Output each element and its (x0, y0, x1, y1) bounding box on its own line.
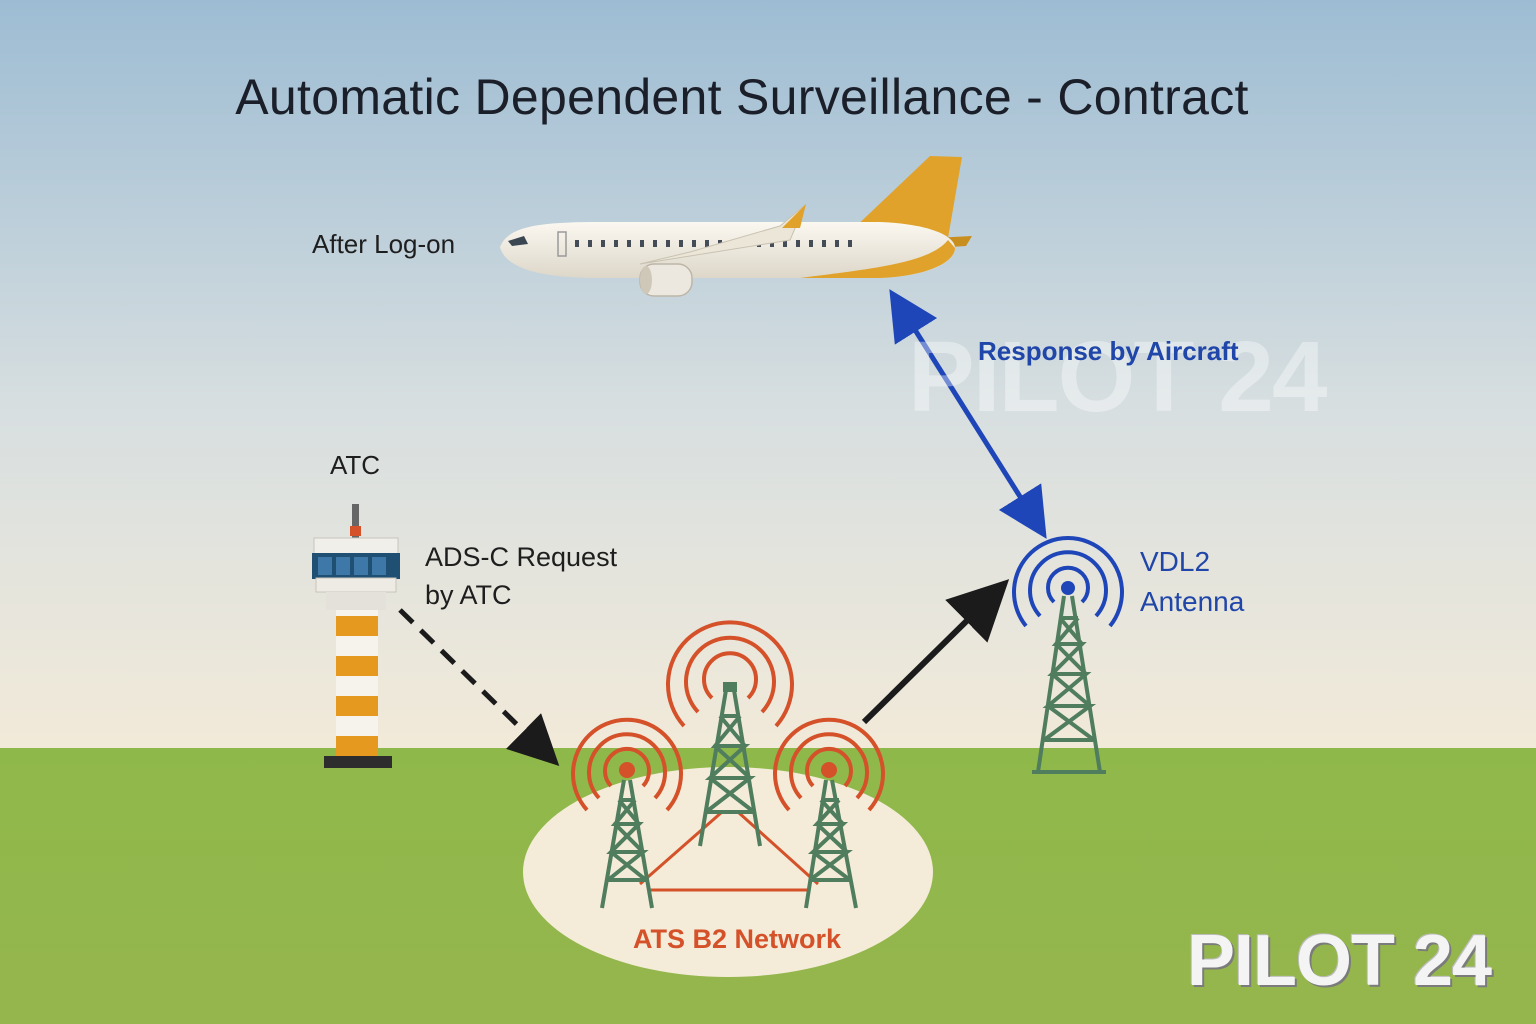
radio-waves-icon (571, 717, 683, 812)
request-label-line2: by ATC (425, 580, 512, 610)
network-to-antenna-arrow (861, 579, 1010, 725)
antenna-label-line2: Antenna (1140, 586, 1245, 617)
airliner-icon (500, 156, 972, 297)
radio-waves-icon (773, 717, 885, 812)
network-label: ATS B2 Network (633, 924, 842, 954)
sky (0, 0, 1536, 752)
response-arrow (889, 289, 1047, 539)
radio-tower-icon (804, 779, 858, 909)
request-label: ADS-C Request by ATC (425, 538, 617, 614)
brand-logo: PILOT 24 (1187, 921, 1492, 1001)
network-area (523, 767, 933, 977)
response-label: Response by Aircraft (978, 336, 1239, 366)
request-arrow (398, 608, 560, 766)
control-tower-icon (312, 504, 400, 768)
antenna-label-line1: VDL2 (1140, 546, 1211, 577)
page-title: Automatic Dependent Surveillance - Contr… (235, 69, 1249, 125)
radio-waves-icon (666, 620, 794, 728)
radio-tower-icon (698, 689, 762, 847)
radio-tower-icon (600, 779, 654, 909)
network-links (639, 810, 820, 892)
aircraft-label: After Log-on (312, 229, 456, 259)
tower-label: ATC (330, 450, 381, 480)
radio-waves-icon (1012, 536, 1124, 628)
radio-tower-icon (1032, 595, 1106, 774)
watermark: PILOT 24 (908, 321, 1327, 433)
antenna-label: VDL2 Antenna (1140, 542, 1244, 622)
request-label-line1: ADS-C Request (425, 542, 618, 572)
